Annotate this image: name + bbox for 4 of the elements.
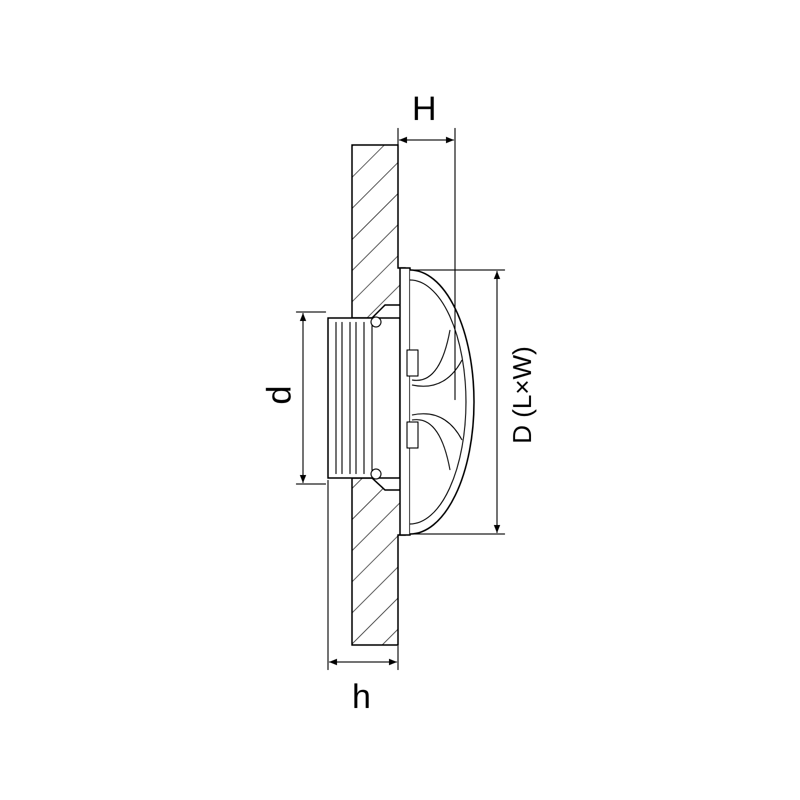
dimension-label: h [352, 680, 371, 714]
dimension-label: H [412, 92, 437, 126]
dimension-label: d [262, 386, 296, 404]
dimension-label: D (L×W) [509, 345, 535, 446]
